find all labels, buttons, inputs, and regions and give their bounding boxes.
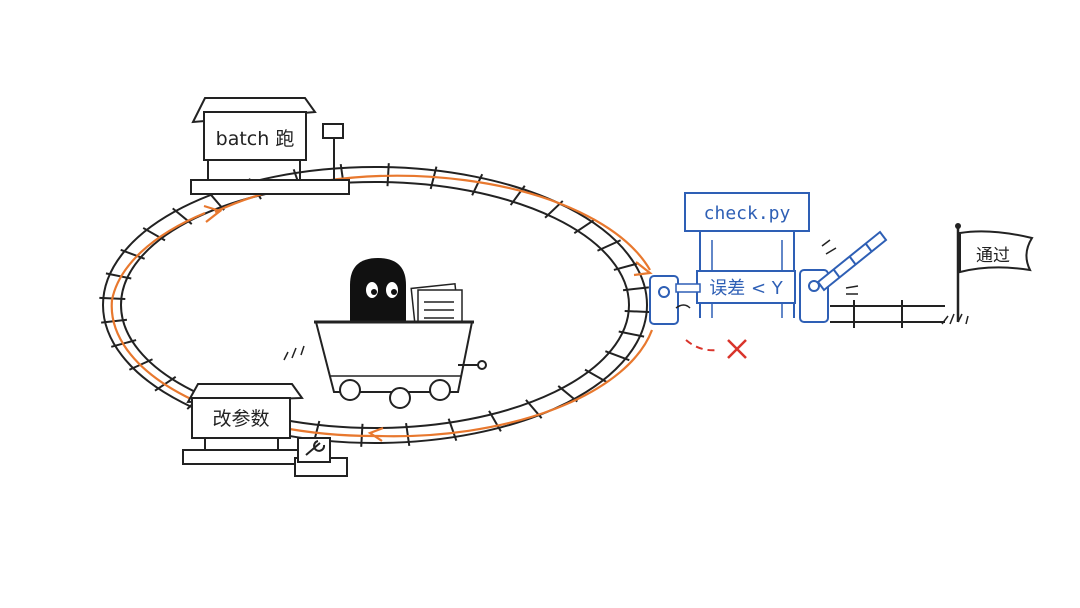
cart-wheel (339, 379, 361, 401)
pass-flag-label: 通过 (976, 246, 1010, 266)
rail-sleeper (172, 207, 193, 225)
rail-sleeper (573, 218, 596, 234)
sign-change-params: 改参数 (182, 383, 348, 477)
rail-sleeper (509, 185, 526, 206)
arrowhead-top (203, 204, 223, 223)
rail-sleeper (120, 248, 145, 260)
black-blob-character (350, 258, 411, 330)
wrench-icon (294, 437, 348, 477)
rail-sleeper (613, 262, 640, 271)
sign-batch-run: batch 跑 (190, 97, 350, 195)
mine-cart (283, 258, 487, 409)
fence (830, 300, 945, 328)
arrowhead-right (633, 261, 653, 277)
cart-wheel (429, 379, 451, 401)
check-script-label: check.py (704, 203, 791, 224)
rail-sleeper (405, 422, 411, 447)
rail-sleeper (557, 385, 578, 403)
sign-change-params-label: 改参数 (212, 408, 269, 430)
rail-sleeper (584, 368, 608, 383)
gate-condition-label: 误差 < Y (709, 278, 784, 299)
rail-sleeper (624, 309, 651, 314)
sign-batch-run-label: batch 跑 (216, 128, 295, 150)
rail-sleeper (622, 286, 649, 292)
rail-sleeper (105, 272, 132, 280)
barrier-gate-icon (816, 230, 888, 295)
rail-sleeper (597, 239, 622, 252)
rail-track (102, 166, 648, 444)
checkpoint-gate: check.py 误差 < Y (649, 192, 888, 325)
cart-wheel (389, 387, 411, 409)
arrowhead-bottom (367, 426, 384, 442)
rail-sleeper (142, 227, 166, 242)
rail-sleeper (447, 418, 458, 442)
rail-sleeper (471, 173, 484, 196)
rail-sleeper (605, 350, 630, 362)
rail-sleeper (488, 410, 502, 432)
flag-icon: 通过 (941, 223, 1034, 325)
reject-path (685, 339, 747, 359)
motion-lines (283, 345, 305, 361)
rail-sleeper (618, 330, 645, 338)
cross-icon (727, 339, 747, 359)
